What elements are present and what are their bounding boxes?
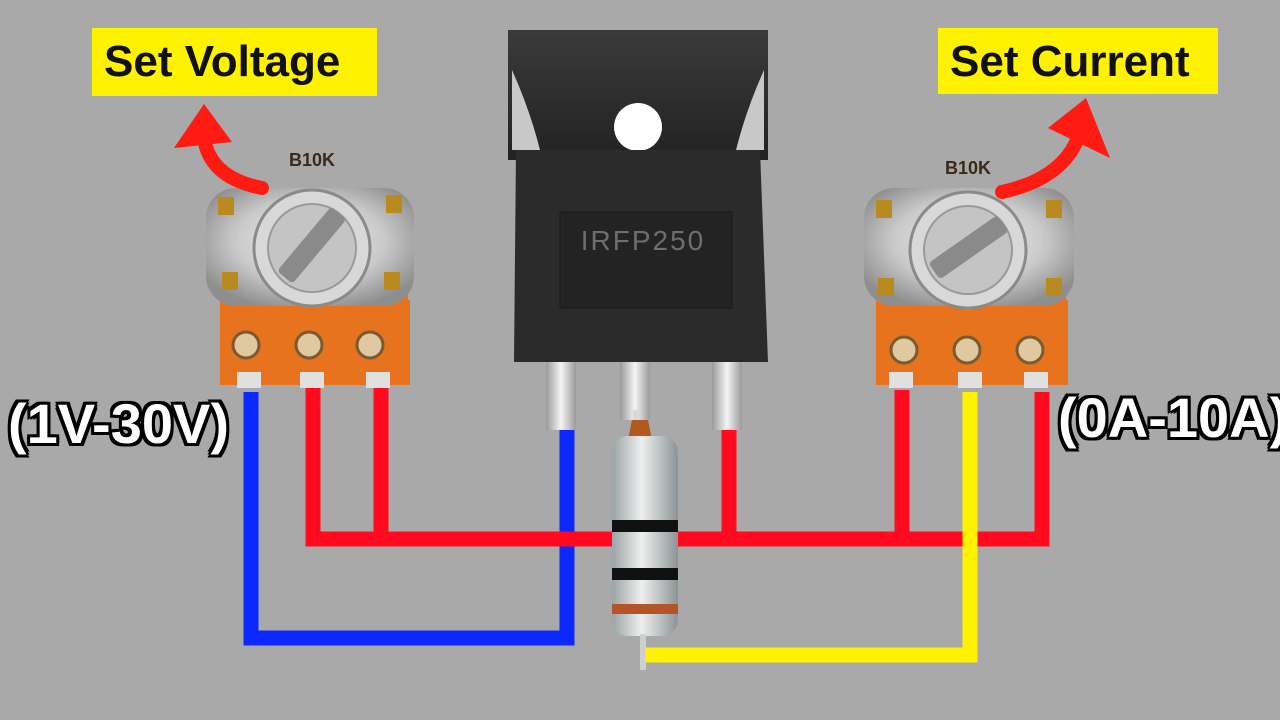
transistor-part-number: IRFP250 [581, 225, 706, 256]
potentiometer-left-value: B10K [289, 150, 335, 170]
mounting-hole [614, 103, 662, 151]
blue-wire [243, 392, 575, 646]
potentiometer-right-value: B10K [945, 158, 991, 178]
current-range-label: (0A-10A) [1058, 386, 1280, 449]
voltage-range-label: (1V-30V) [8, 392, 229, 455]
resistor [612, 420, 678, 670]
potentiometer-right: B10K [864, 158, 1074, 388]
arrow-right [995, 98, 1110, 199]
set-current-label: Set Current [938, 28, 1218, 94]
transistor-irfp250: IRFP250 [508, 30, 768, 430]
yellow-wire [645, 392, 978, 663]
set-voltage-label: Set Voltage [92, 28, 377, 96]
arrow-left [174, 104, 269, 195]
potentiometer-left: B10K [206, 150, 414, 388]
transistor-leg-gate [546, 360, 576, 430]
transistor-leg-source [712, 360, 742, 430]
